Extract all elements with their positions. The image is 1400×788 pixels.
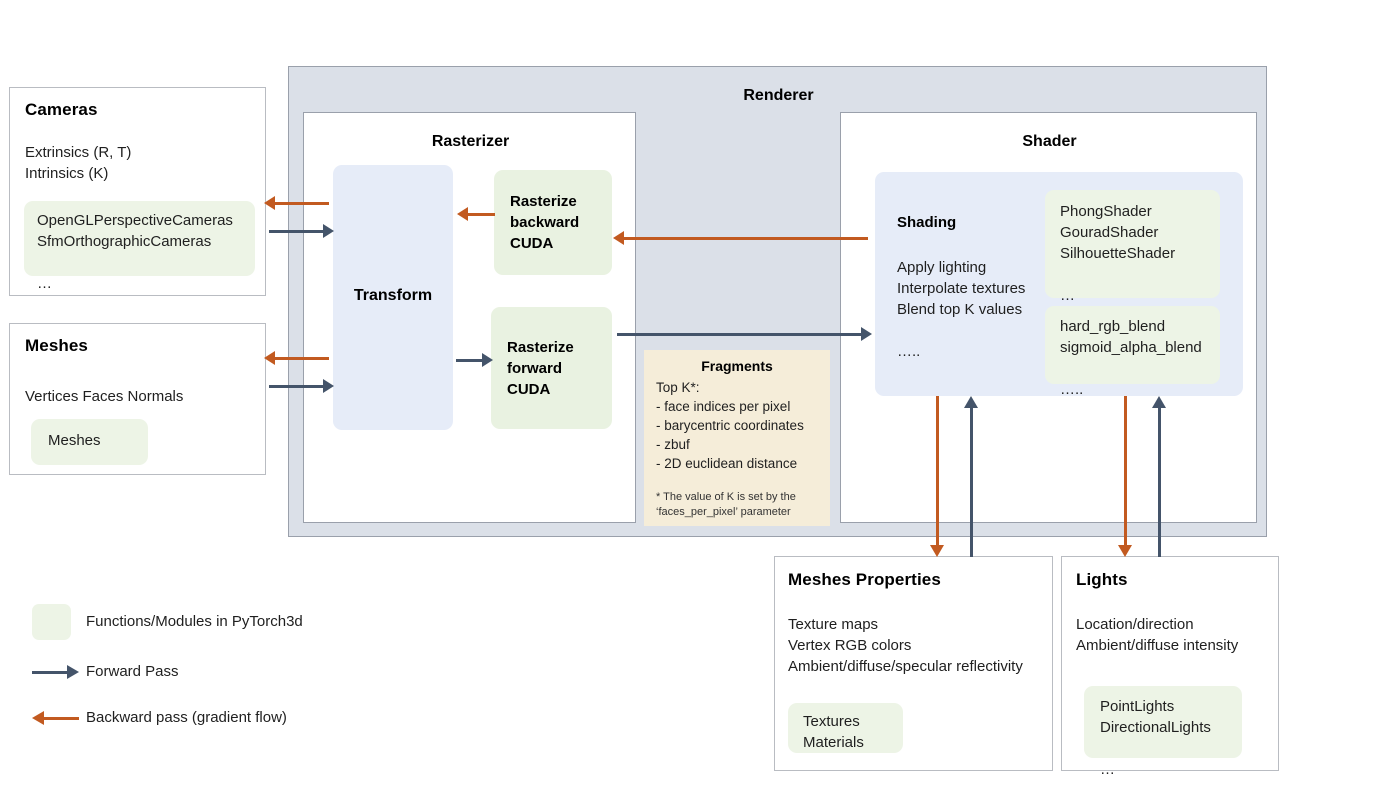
blend-modules-chip: hard_rgb_blend sigmoid_alpha_blend ….. bbox=[1045, 306, 1220, 398]
transform-label: Transform bbox=[353, 287, 433, 304]
lights-properties: Location/direction Ambient/diffuse inten… bbox=[1076, 616, 1239, 654]
rasterize-forward-label: Rasterize forward CUDA bbox=[507, 338, 574, 398]
legend-module-label: Functions/Modules in PyTorch3d bbox=[86, 613, 303, 630]
rasterizer-title: Rasterizer bbox=[431, 133, 510, 150]
arrow-forward-lights-to-shader bbox=[1152, 396, 1166, 557]
shading-label: Shading bbox=[897, 214, 957, 231]
cameras-title: Cameras bbox=[25, 100, 98, 119]
cameras-modules-list: OpenGLPerspectiveCameras SfmOrthographic… bbox=[37, 212, 233, 292]
shader-modules-chip: PhongShader GouradShader SilhouetteShade… bbox=[1045, 190, 1220, 304]
meshes-modules-list: Meshes bbox=[48, 432, 101, 449]
lights-card: Lights Location/direction Ambient/diffus… bbox=[1061, 556, 1279, 778]
rasterize-backward-module: Rasterize backward CUDA bbox=[494, 170, 612, 275]
legend-module-swatch bbox=[32, 604, 71, 640]
fragments-note: * The value of K is set by the ‘faces_pe… bbox=[656, 491, 796, 518]
arrow-backward-shader-to-lights bbox=[1118, 396, 1132, 557]
meshes-properties-modules-list: Textures Materials bbox=[803, 713, 864, 751]
shader-title: Shader bbox=[1022, 133, 1077, 150]
legend-forward-label: Forward Pass bbox=[86, 663, 179, 680]
blend-modules-list: hard_rgb_blend sigmoid_alpha_blend ….. bbox=[1060, 318, 1202, 398]
shading-block: Shading Apply lighting Interpolate textu… bbox=[875, 172, 1243, 398]
shader-modules-list: PhongShader GouradShader SilhouetteShade… bbox=[1060, 203, 1176, 304]
lights-title: Lights bbox=[1076, 570, 1128, 589]
arrow-backward-shader-to-meshes-properties bbox=[930, 396, 944, 557]
meshes-properties-title: Meshes Properties bbox=[788, 570, 941, 589]
fragments-title: Fragments bbox=[701, 358, 773, 374]
cameras-card: Cameras Extrinsics (R, T) Intrinsics (K)… bbox=[9, 87, 266, 296]
meshes-properties-list: Texture maps Vertex RGB colors Ambient/d… bbox=[788, 616, 1023, 717]
fragments-body: Top K*: - face indices per pixel - baryc… bbox=[656, 380, 804, 471]
cameras-modules-chip: OpenGLPerspectiveCameras SfmOrthographic… bbox=[24, 201, 255, 292]
lights-modules-list: PointLights DirectionalLights … bbox=[1100, 698, 1211, 778]
meshes-card: Meshes Vertices Faces Normals Meshes bbox=[9, 323, 266, 475]
meshes-title: Meshes bbox=[25, 336, 88, 355]
legend-backward-label: Backward pass (gradient flow) bbox=[86, 709, 287, 726]
rasterize-backward-label: Rasterize backward CUDA bbox=[510, 193, 580, 252]
meshes-properties-modules-chip: Textures Materials bbox=[788, 703, 903, 753]
rasterize-forward-module: Rasterize forward CUDA bbox=[491, 307, 612, 429]
meshes-properties-card: Meshes Properties Texture maps Vertex RG… bbox=[774, 556, 1053, 771]
meshes-modules-chip: Meshes bbox=[31, 419, 148, 465]
meshes-properties: Vertices Faces Normals bbox=[25, 388, 184, 405]
shading-body: Apply lighting Interpolate textures Blen… bbox=[897, 259, 1026, 360]
renderer-title: Renderer bbox=[743, 87, 814, 104]
fragments-box: Fragments Top K*: - face indices per pix… bbox=[644, 350, 830, 526]
lights-modules-chip: PointLights DirectionalLights … bbox=[1084, 686, 1242, 778]
arrow-forward-meshes-properties-to-shader bbox=[964, 396, 978, 557]
transform-block: Transform bbox=[333, 165, 453, 430]
cameras-properties: Extrinsics (R, T) Intrinsics (K) bbox=[25, 144, 132, 182]
